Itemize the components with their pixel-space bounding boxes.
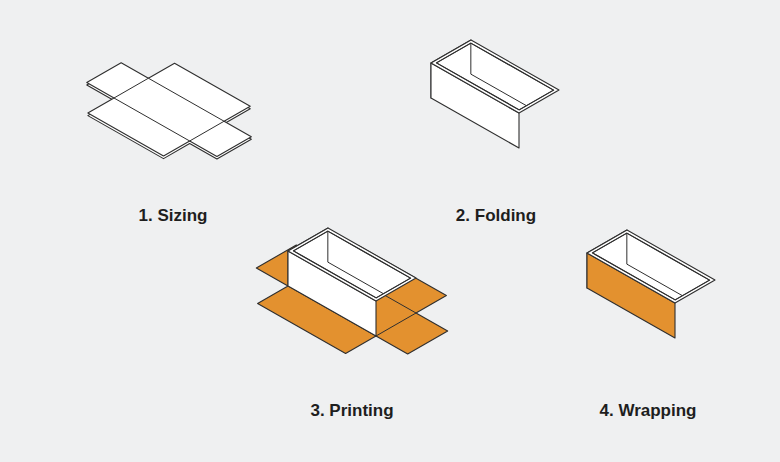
fold-line [376,313,416,336]
interior-edge [376,309,410,329]
box-opening-outline [436,43,553,110]
interior-edge [553,90,554,121]
box-opening [436,43,553,110]
step-caption: 2. Folding [456,206,536,226]
box-opening-outline [592,233,709,300]
box-interior [471,43,554,141]
box-opening [592,233,709,300]
box-opening-outline [293,231,410,298]
step-caption: 3. Printing [310,401,393,421]
fold-line [114,78,148,98]
box-interior [627,233,710,331]
step-caption: 1. Sizing [139,206,208,226]
interior-edge [626,233,627,264]
box-interior [328,231,411,329]
box-rim [288,228,416,301]
box-rim [587,230,715,303]
fold-line [114,98,190,141]
wrapping-illustration [587,230,715,338]
folding-illustration [431,40,559,148]
interior-edge [327,231,328,262]
interior-edge [675,311,709,331]
interior-edge [470,43,471,74]
printing-illustration [256,228,447,354]
box-opening [293,231,410,298]
box-net [87,63,252,157]
interior-edge [709,280,710,311]
sizing-illustration [87,63,252,159]
interior-edge [519,121,553,141]
interior-edge [410,278,411,309]
fold-line [190,121,224,141]
box-rim [431,40,559,113]
fold-line [148,78,224,121]
step-caption: 4. Wrapping [600,401,697,421]
